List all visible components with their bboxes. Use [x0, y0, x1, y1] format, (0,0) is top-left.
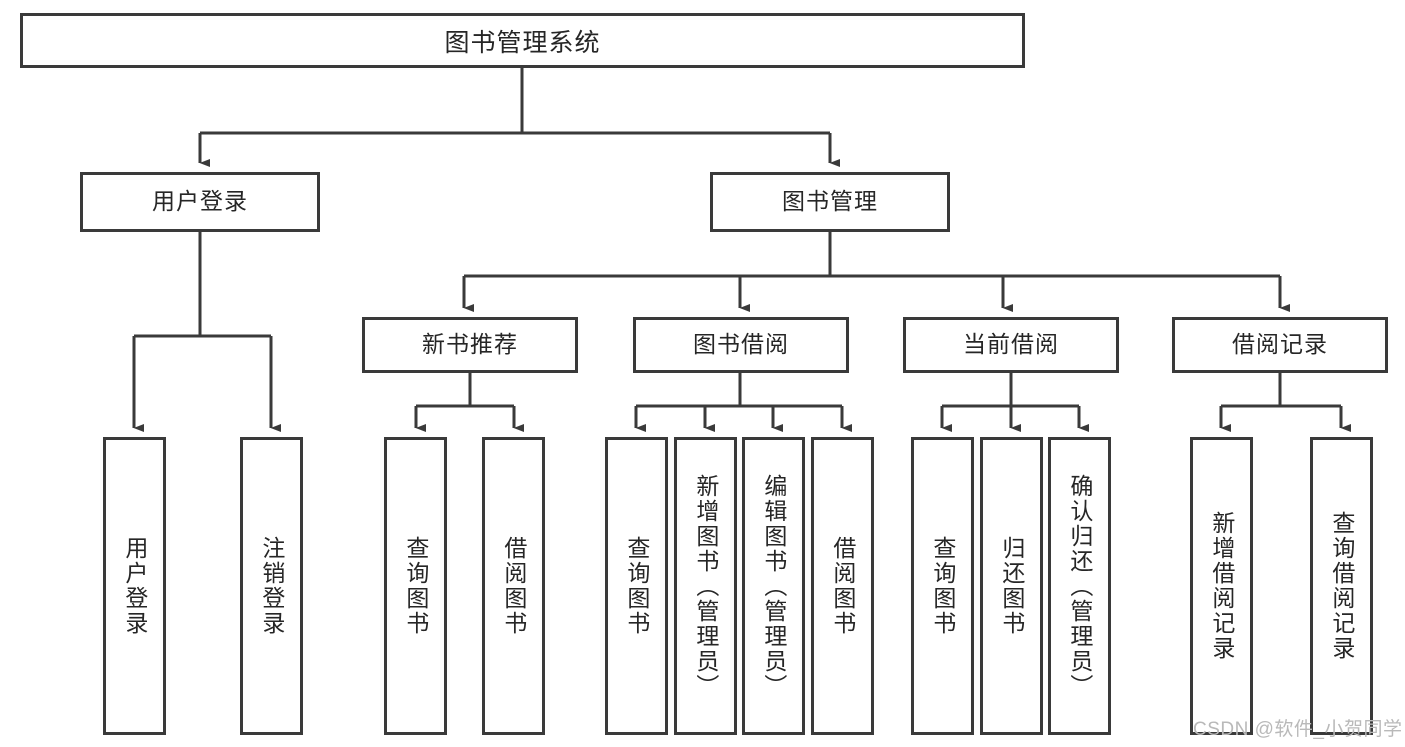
leaf-query-book-borrow[interactable]: 查询图书 — [605, 437, 668, 735]
node-label: 新增图书（管理员） — [692, 473, 719, 699]
node-label: 借阅图书 — [829, 536, 856, 636]
node-label: 新书推荐 — [422, 331, 518, 358]
node-label: 用户登录 — [152, 188, 248, 215]
node-current-borrow[interactable]: 当前借阅 — [903, 317, 1119, 373]
node-root-system[interactable]: 图书管理系统 — [20, 13, 1025, 68]
node-label: 查询图书 — [929, 536, 956, 636]
leaf-borrow-book-newbook[interactable]: 借阅图书 — [482, 437, 545, 735]
leaf-query-book-newbook[interactable]: 查询图书 — [384, 437, 447, 735]
leaf-add-borrow-record[interactable]: 新增借阅记录 — [1190, 437, 1253, 735]
node-label: 编辑图书（管理员） — [760, 473, 787, 699]
node-label: 用户登录 — [121, 536, 148, 636]
leaf-query-borrow-record[interactable]: 查询借阅记录 — [1310, 437, 1373, 735]
node-label: 确认归还（管理员） — [1066, 473, 1093, 699]
node-label: 归还图书 — [998, 536, 1025, 636]
node-label: 图书管理 — [782, 188, 878, 215]
node-label: 新增借阅记录 — [1208, 511, 1235, 661]
leaf-confirm-return-admin[interactable]: 确认归还（管理员） — [1048, 437, 1111, 735]
leaf-logout[interactable]: 注销登录 — [240, 437, 303, 735]
node-label: 查询图书 — [623, 536, 650, 636]
node-book-borrow[interactable]: 图书借阅 — [633, 317, 849, 373]
leaf-borrow-book[interactable]: 借阅图书 — [811, 437, 874, 735]
node-label: 查询图书 — [402, 536, 429, 636]
node-label: 借阅记录 — [1232, 331, 1328, 358]
node-label: 当前借阅 — [963, 331, 1059, 358]
node-new-book-recommend[interactable]: 新书推荐 — [362, 317, 578, 373]
node-label: 注销登录 — [258, 536, 285, 636]
node-borrow-record[interactable]: 借阅记录 — [1172, 317, 1388, 373]
node-label: 查询借阅记录 — [1328, 511, 1355, 661]
node-label: 图书管理系统 — [444, 28, 601, 57]
leaf-query-book-current[interactable]: 查询图书 — [911, 437, 974, 735]
node-book-management[interactable]: 图书管理 — [710, 172, 950, 232]
node-label: 借阅图书 — [500, 536, 527, 636]
node-label: 图书借阅 — [693, 331, 789, 358]
node-user-login[interactable]: 用户登录 — [80, 172, 320, 232]
leaf-return-book[interactable]: 归还图书 — [980, 437, 1043, 735]
leaf-edit-book-admin[interactable]: 编辑图书（管理员） — [742, 437, 805, 735]
leaf-user-login[interactable]: 用户登录 — [103, 437, 166, 735]
leaf-add-book-admin[interactable]: 新增图书（管理员） — [674, 437, 737, 735]
